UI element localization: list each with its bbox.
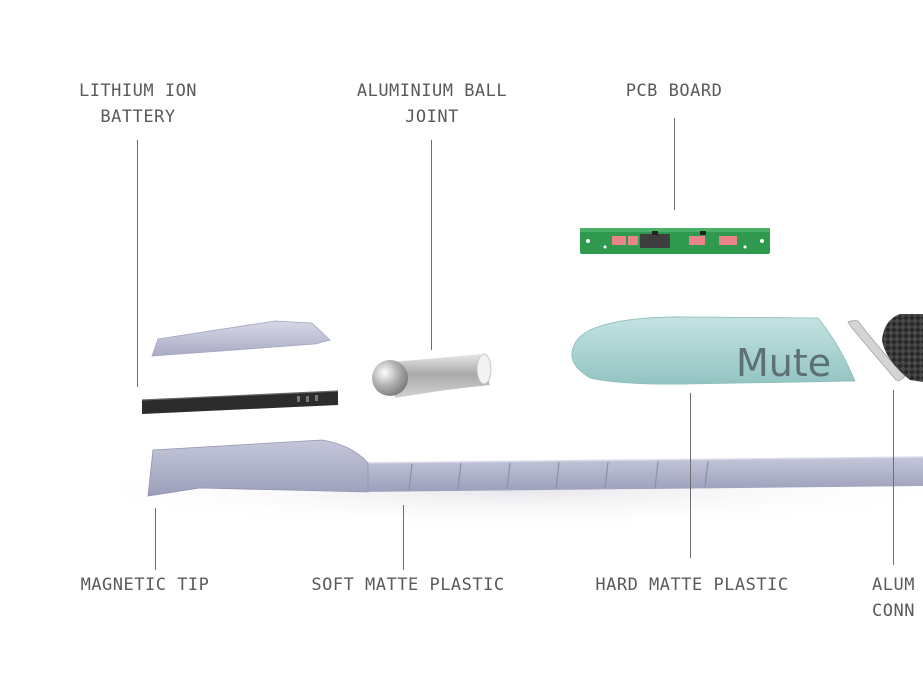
leader-line-soft-plastic — [403, 505, 404, 570]
leader-line-connector — [893, 390, 894, 565]
pcb-board — [580, 228, 770, 254]
mute-brand-text: Mute — [736, 341, 831, 385]
label-soft-matte-plastic: SOFT MATTE PLASTIC — [311, 575, 505, 595]
lithium-ion-battery — [141, 390, 339, 414]
knit-fabric-section — [882, 314, 923, 382]
leader-line-pcb — [674, 118, 675, 210]
leader-line-ball-joint — [431, 140, 432, 350]
label-pcb-board: PCB BOARD — [625, 81, 723, 101]
magnetic-tip — [147, 439, 369, 497]
battery-cover — [151, 320, 331, 357]
label-magnetic-tip: MAGNETIC TIP — [80, 575, 210, 595]
aluminium-ball-joint — [372, 353, 492, 398]
leader-line-magnetic-tip — [155, 508, 156, 570]
aluminium-connector-ring — [847, 320, 906, 381]
soft-matte-plastic-strap — [359, 456, 923, 492]
leader-line-battery — [137, 140, 138, 387]
hard-matte-plastic-body: Mute — [571, 316, 856, 385]
leader-line-hard-plastic — [690, 393, 691, 558]
label-hard-matte-plastic: HARD MATTE PLASTIC — [595, 575, 789, 595]
